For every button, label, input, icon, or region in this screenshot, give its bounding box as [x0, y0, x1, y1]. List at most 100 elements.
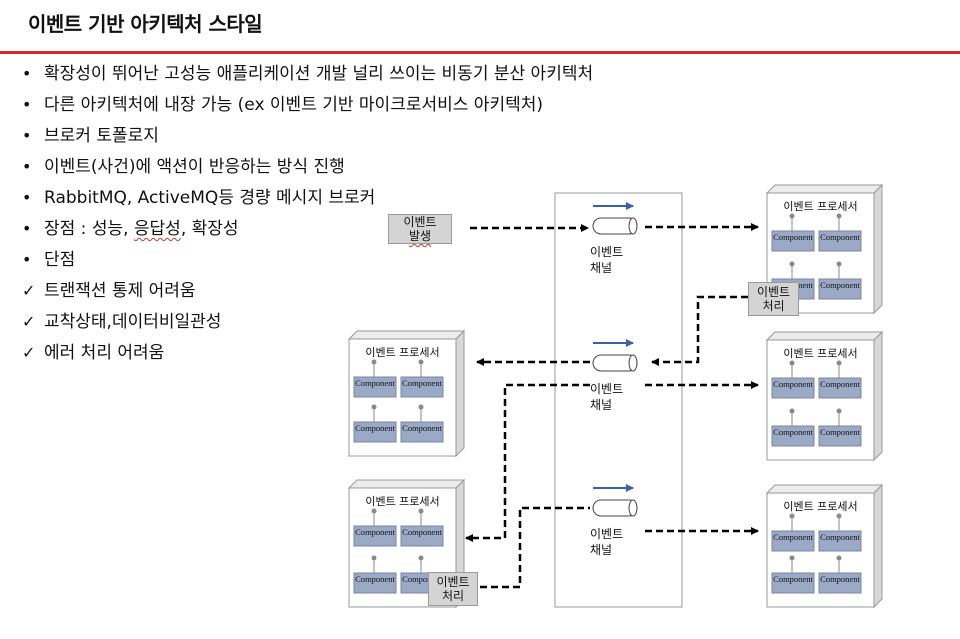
bullet-item: •브로커 토폴로지	[22, 124, 593, 155]
component-box	[353, 421, 397, 443]
flow-note-right1-to-channel2	[651, 295, 748, 366]
component-label: Component	[773, 380, 813, 389]
processor-title: 이벤트 프로세서	[365, 346, 440, 359]
component-connector-dot	[789, 555, 795, 561]
processing-note-line2: 처리	[441, 589, 465, 603]
component-connector-dot	[836, 555, 842, 561]
component-connector-dot	[789, 360, 795, 366]
event-channel	[592, 339, 638, 372]
component-label: Component	[820, 575, 860, 584]
check-marker: ✓	[22, 312, 36, 331]
bullet-item: • 다른 아키텍처에 내장 가능 (ex 이벤트 기반 마이크로서비스 아키텍처)	[22, 93, 593, 124]
component-box	[400, 376, 444, 398]
channel-label-line1: 이벤트	[590, 382, 624, 396]
bullet-text: 에러 처리 어려움	[44, 343, 165, 363]
component-box	[400, 421, 444, 443]
component-connector-dot	[371, 555, 377, 561]
component-connector-dot	[418, 359, 424, 365]
event-source-line1: 이벤트	[403, 215, 437, 229]
bullet-marker: •	[22, 126, 32, 145]
component-connector-dot	[836, 513, 842, 519]
component-label: Component	[355, 528, 395, 537]
channel-pipe-end	[628, 499, 638, 517]
component-connector-dot	[836, 360, 842, 366]
event-processor	[765, 183, 884, 315]
component-box	[818, 425, 862, 447]
component-box	[353, 376, 397, 398]
bullet-text: 다른 아키텍처에 내장 가능 (ex 이벤트 기반 마이크로서비스 아키텍처)	[44, 95, 543, 115]
processing-note-line1: 이벤트	[756, 285, 791, 299]
component-label: Component	[820, 428, 860, 437]
event-processor	[347, 478, 466, 609]
processor-title: 이벤트 프로세서	[783, 347, 858, 360]
bullet-item: ✓ 에러 처리 어려움	[22, 341, 593, 372]
bullet-text: 교착상태,데이터비일관성	[44, 312, 222, 332]
bullet-item: •단점	[22, 248, 593, 279]
component-label: Component	[820, 380, 860, 389]
bullet-text: 트랜잭션 통제 어려움	[44, 281, 196, 301]
component-label: Component	[402, 424, 442, 433]
bullet-text-underlined: 응답성	[133, 219, 181, 239]
processor-title: 이벤트 프로세서	[783, 500, 858, 513]
processor-top-face	[347, 330, 466, 340]
bullet-item: • 장점 : 성능, 응답성, 확장성	[22, 217, 593, 248]
check-marker: ✓	[22, 281, 36, 300]
component-label: Component	[773, 233, 813, 242]
component-label: Component	[773, 575, 813, 584]
component-box	[818, 530, 862, 552]
bullet-marker: •	[22, 219, 32, 238]
component-box	[818, 230, 862, 252]
component-label: Component	[820, 281, 860, 290]
component-label: Component	[773, 428, 813, 437]
processor-side-face	[873, 483, 883, 609]
channel-pipe-end	[628, 354, 638, 372]
component-connector-dot	[418, 508, 424, 514]
bullet-item: ✓ 트랜잭션 통제 어려움	[22, 279, 593, 310]
bullet-marker: •	[22, 95, 32, 114]
title-divider	[0, 51, 960, 54]
component-box	[771, 377, 815, 399]
event-processor	[765, 330, 884, 462]
event-source-line2: 발생	[408, 229, 432, 243]
processor-top-face	[765, 184, 884, 194]
event-channel	[592, 484, 638, 517]
broker-container	[554, 192, 683, 608]
component-connector-dot	[836, 261, 842, 267]
component-connector-dot	[371, 508, 377, 514]
bullet-item: ✓ 교착상태,데이터비일관성	[22, 310, 593, 341]
processing-note-line2: 처리	[762, 299, 785, 313]
channel-label-line1: 이벤트	[590, 245, 624, 259]
component-box	[353, 525, 397, 547]
component-connector-dot	[836, 213, 842, 219]
component-connector-dot	[789, 513, 795, 519]
check-marker: ✓	[22, 343, 36, 362]
bullet-text-part: , 확장성	[180, 219, 239, 239]
component-connector-dot	[789, 261, 795, 267]
bullet-marker: •	[22, 188, 32, 207]
processor-title: 이벤트 프로세서	[783, 200, 858, 213]
bullet-text-part: 장점 : 성능,	[44, 219, 134, 239]
bullet-text: 장점 : 성능, 응답성, 확장성	[44, 217, 239, 241]
processor-title: 이벤트 프로세서	[365, 495, 440, 508]
processing-note-right: 이벤트 처리	[748, 282, 799, 316]
processor-side-face	[873, 330, 883, 462]
bullet-item: •이벤트(사건)에 액션이 반응하는 방식 진행	[22, 155, 593, 186]
flow-note-left2-to-channel3	[480, 506, 590, 589]
processor-top-face	[765, 484, 884, 494]
component-box	[771, 230, 815, 252]
component-box	[771, 425, 815, 447]
bullet-marker: •	[22, 64, 32, 83]
bullet-list: •확장성이 뛰어난 고성능 애플리케이션 개발 널리 쓰이는 비동기 분산 아키…	[22, 62, 593, 372]
channel-label-line2: 채널	[590, 398, 613, 412]
component-label: Component	[355, 379, 395, 388]
event-source-box: 이벤트 발생	[388, 214, 452, 244]
processor-side-face	[873, 183, 883, 315]
component-connector-dot	[418, 404, 424, 410]
component-label: Component	[820, 233, 860, 242]
bullet-text: 이벤트(사건)에 액션이 반응하는 방식 진행	[44, 157, 345, 177]
event-channel	[592, 202, 638, 235]
component-connector-dot	[789, 213, 795, 219]
